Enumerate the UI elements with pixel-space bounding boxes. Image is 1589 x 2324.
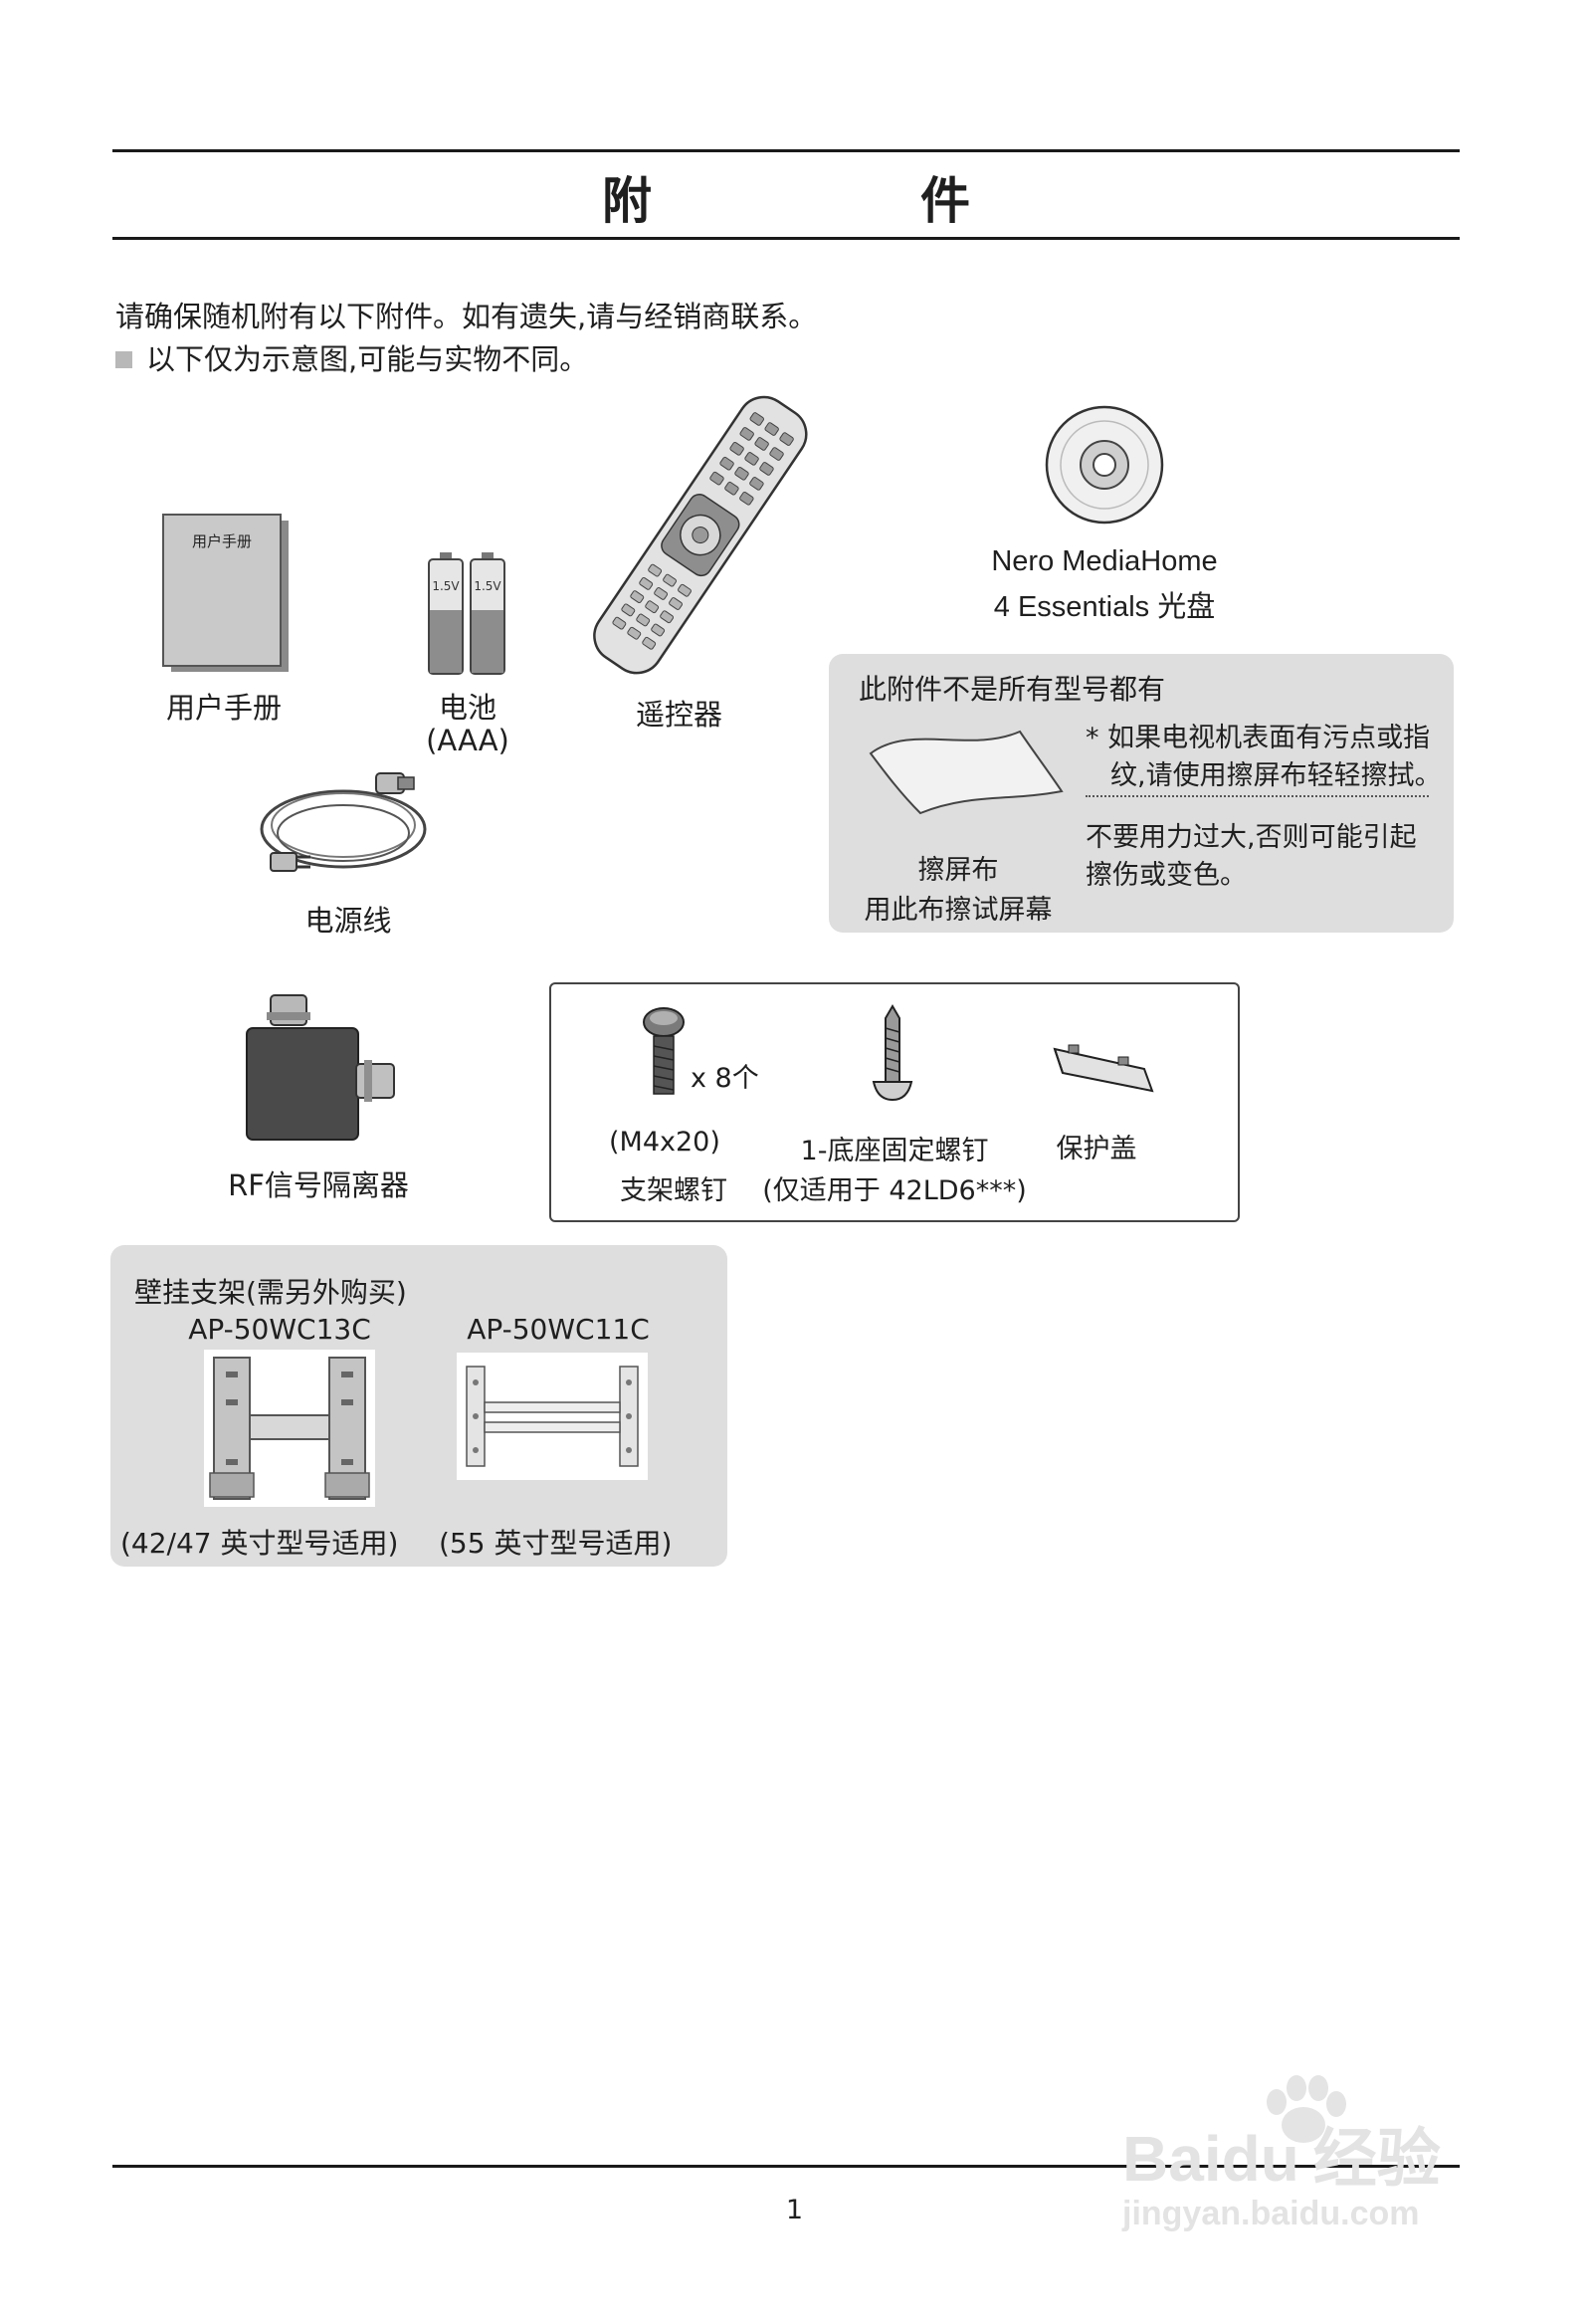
power-cord-illustration [260, 772, 427, 872]
optional-box-heading: 此附件不是所有型号都有 [859, 673, 1166, 706]
footer-rule [112, 2165, 1460, 2168]
wall-mount-box: 壁挂支架(需另外购买) AP-50WC13C AP-50WC11C (42/47… [110, 1245, 727, 1567]
dotted-divider [1086, 795, 1429, 797]
top-rule [112, 149, 1460, 152]
bolt-size: (M4x20) [609, 1127, 720, 1158]
rf-isolator-illustration [246, 994, 395, 1141]
watermark-url: jingyan.baidu.com [1122, 2195, 1420, 2232]
wall-mount-fit-1: (42/47 英寸型号适用) [120, 1527, 399, 1560]
remote-label: 遥控器 [635, 698, 722, 732]
wall-bracket-1-illustration [204, 1350, 375, 1507]
bolt-quantity: x 8个 [691, 1063, 759, 1094]
protection-cover-icon [1053, 1044, 1154, 1093]
manual-cover-text: 用户手册 [192, 532, 252, 550]
battery-illustration: 1.5V 1.5V [428, 552, 505, 675]
wall-mount-heading: 壁挂支架(需另外购买) [134, 1276, 407, 1309]
screws-box: x 8个 (M4x20) 1-底座固定螺钉 保护盖 支架螺钉 (仅适用于 42L… [549, 982, 1240, 1222]
square-bullet-icon [115, 351, 132, 368]
wall-mount-model-1: AP-50WC13C [188, 1313, 371, 1346]
note-line: 以下仅为示意图,可能与实物不同。 [115, 336, 588, 378]
protection-cover-label: 保护盖 [1056, 1134, 1137, 1164]
cleaning-cloth-illustration [869, 730, 1064, 815]
cloth-label: 擦屏布 [917, 855, 999, 886]
wall-bracket-2-illustration [457, 1353, 648, 1480]
manual-illustration: 用户手册 [162, 514, 289, 672]
wall-mount-model-2: AP-50WC11C [467, 1313, 650, 1346]
page-number: 1 [785, 2195, 804, 2225]
cloth-note-1b: 纹,请使用擦屏布轻轻擦拭。 [1110, 760, 1442, 791]
battery-volt-1: 1.5V [432, 579, 460, 593]
wall-mount-fit-2: (55 英寸型号适用) [439, 1527, 673, 1560]
power-cord-label: 电源线 [304, 904, 392, 938]
note-text: 以下仅为示意图,可能与实物不同。 [146, 342, 589, 376]
cd-label-line2: 4 Essentials 光盘 [993, 591, 1216, 623]
intro-text: 请确保随机附有以下附件。如有遗失,请与经销商联系。 [115, 300, 818, 333]
bracket-bolt-icon [643, 1007, 685, 1095]
page-title: 附 件 [602, 172, 1080, 230]
cloth-description: 用此布擦试屏幕 [864, 895, 1053, 926]
cloth-note-2b: 擦伤或变色。 [1086, 860, 1247, 891]
stand-screw-label: 1-底座固定螺钉 [800, 1136, 989, 1166]
cd-label-line1: Nero MediaHome [991, 545, 1218, 577]
cloth-note-2a: 不要用力过大,否则可能引起 [1086, 822, 1417, 853]
optional-accessory-box: 此附件不是所有型号都有 擦屏布 用此布擦试屏幕 * 如果电视机表面有污点或指 纹… [829, 654, 1454, 933]
paw-logo-icon [1267, 2075, 1346, 2143]
stand-screw-note: (仅适用于 42LD6***) [762, 1175, 1027, 1206]
remote-illustration [593, 395, 808, 675]
manual-label: 用户手册 [165, 691, 282, 725]
rf-isolator-label: RF信号隔离器 [228, 1168, 409, 1202]
bolt-label: 支架螺钉 [620, 1175, 727, 1206]
cloth-note-1a: * 如果电视机表面有污点或指 [1086, 723, 1431, 753]
stand-screw-icon [872, 1004, 913, 1102]
battery-volt-2: 1.5V [474, 579, 501, 593]
title-rule [112, 237, 1460, 240]
cd-illustration [1045, 405, 1164, 525]
battery-label: 电池 [438, 691, 497, 725]
battery-type-label: (AAA) [426, 724, 509, 757]
